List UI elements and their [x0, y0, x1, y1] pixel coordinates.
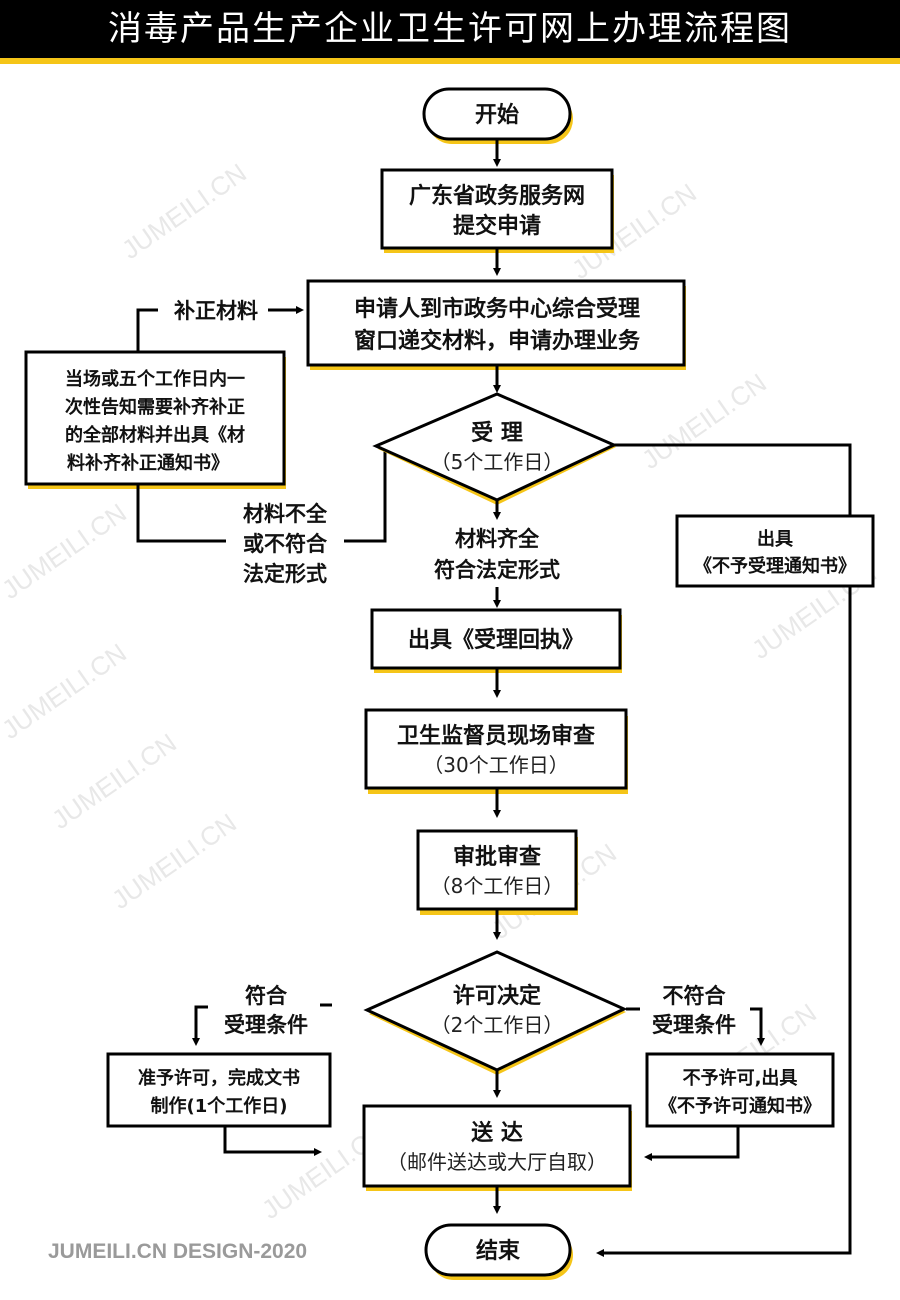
inspection-duration: （30个工作日） — [423, 753, 568, 777]
node-notify-supplement: 当场或五个工作日内一 次性告知需要补齐补正 的全部材料并出具《材 料补齐补正通知… — [24, 350, 286, 489]
notify-line4: 料补齐补正通知书》 — [67, 452, 229, 474]
node-receipt: 出具《受理回执》 — [370, 608, 622, 673]
node-accept-decision: 受 理 （5个工作日） — [372, 392, 618, 505]
end-label: 结束 — [476, 1238, 521, 1264]
footer-credit: JUMEILI.CN DESIGN-2020 — [48, 1240, 308, 1263]
deny-line1: 不予许可,出具 — [683, 1067, 798, 1089]
decision-title: 许可决定 — [453, 983, 541, 1009]
accept-title: 受 理 — [471, 420, 523, 446]
reject-line1: 出具 — [757, 528, 793, 550]
node-deliver: 送 达 （邮件送达或大厅自取） — [362, 1104, 632, 1191]
grant-line2: 制作(1个工作日) — [151, 1095, 288, 1117]
notify-line3: 的全部材料并出具《材 — [65, 424, 245, 446]
accept-duration: （5个工作日） — [431, 450, 564, 474]
label-incomplete-1: 材料不全 — [243, 502, 328, 526]
review-duration: （8个工作日） — [431, 874, 564, 898]
watermark: JUMEILI.CN — [0, 497, 132, 604]
receipt-label: 出具《受理回执》 — [408, 627, 584, 653]
watermark: JUMEILI.CN — [106, 807, 242, 914]
arrow-deny-deliver — [644, 1126, 740, 1161]
watermark: JUMEILI.CN — [116, 157, 252, 264]
node-license-decision: 许可决定 （2个工作日） — [363, 950, 628, 1075]
submit-line1: 广东省政务服务网 — [409, 183, 585, 209]
arrow-reject-end — [596, 586, 852, 1257]
node-reject-notice: 出具 《不予受理通知书》 — [675, 514, 875, 588]
header-bar-bg — [0, 0, 900, 58]
notify-line1: 当场或五个工作日内一 — [65, 368, 245, 390]
label-supplement: 补正材料 — [173, 299, 258, 323]
connector-incomplete-left — [136, 484, 226, 543]
node-deny: 不予许可,出具 《不予许可通知书》 — [645, 1052, 835, 1128]
connector-supplement-up — [136, 308, 158, 352]
notify-line2: 次性告知需要补齐补正 — [65, 396, 245, 418]
label-qualified-1: 符合 — [245, 984, 288, 1008]
label-unqualified-1: 不符合 — [663, 984, 727, 1008]
deliver-title: 送 达 — [471, 1120, 523, 1146]
watermark: JUMEILI.CN — [636, 367, 772, 474]
arrow-grant-deliver — [223, 1126, 322, 1156]
arrow-unqualified-deny — [750, 1007, 765, 1046]
page-title: 消毒产品生产企业卫生许可网上办理流程图 — [108, 9, 792, 49]
review-title: 审批审查 — [453, 844, 541, 870]
window-line2: 窗口递交材料，申请办理业务 — [354, 328, 641, 354]
node-start: 开始 — [422, 87, 573, 144]
submit-line2: 提交申请 — [453, 213, 541, 239]
reject-line2: 《不予受理通知书》 — [694, 555, 856, 577]
label-incomplete-3: 法定形式 — [243, 562, 327, 586]
start-label: 开始 — [475, 102, 519, 128]
label-qualified-2: 受理条件 — [224, 1013, 308, 1037]
node-submit: 广东省政务服务网 提交申请 — [380, 168, 614, 253]
header-accent-stripe — [0, 58, 900, 64]
connector-incomplete-right — [344, 447, 387, 543]
deny-line2: 《不予许可通知书》 — [659, 1095, 821, 1117]
node-window: 申请人到市政务中心综合受理 窗口递交材料，申请办理业务 — [306, 279, 686, 370]
connector-accept-reject — [614, 443, 852, 516]
watermark: JUMEILI.CN — [46, 727, 182, 834]
label-unqualified-2: 受理条件 — [652, 1013, 736, 1037]
decision-duration: （2个工作日） — [431, 1013, 564, 1037]
window-line1: 申请人到市政务中心综合受理 — [354, 296, 640, 322]
label-incomplete-2: 或不符合 — [243, 532, 328, 556]
node-end: 结束 — [424, 1223, 573, 1280]
deliver-subtitle: （邮件送达或大厅自取） — [387, 1150, 607, 1174]
label-complete-2: 符合法定形式 — [434, 558, 560, 582]
node-approval-review: 审批审查 （8个工作日） — [416, 829, 578, 915]
arrow-qualified-grant — [192, 1005, 208, 1046]
inspection-title: 卫生监督员现场审查 — [397, 723, 595, 749]
watermark: JUMEILI.CN — [0, 637, 132, 744]
label-complete-1: 材料齐全 — [455, 527, 540, 551]
grant-line1: 准予许可，完成文书 — [138, 1067, 300, 1089]
node-inspection: 卫生监督员现场审查 （30个工作日） — [364, 708, 628, 794]
node-grant: 准予许可，完成文书 制作(1个工作日) — [106, 1052, 332, 1128]
